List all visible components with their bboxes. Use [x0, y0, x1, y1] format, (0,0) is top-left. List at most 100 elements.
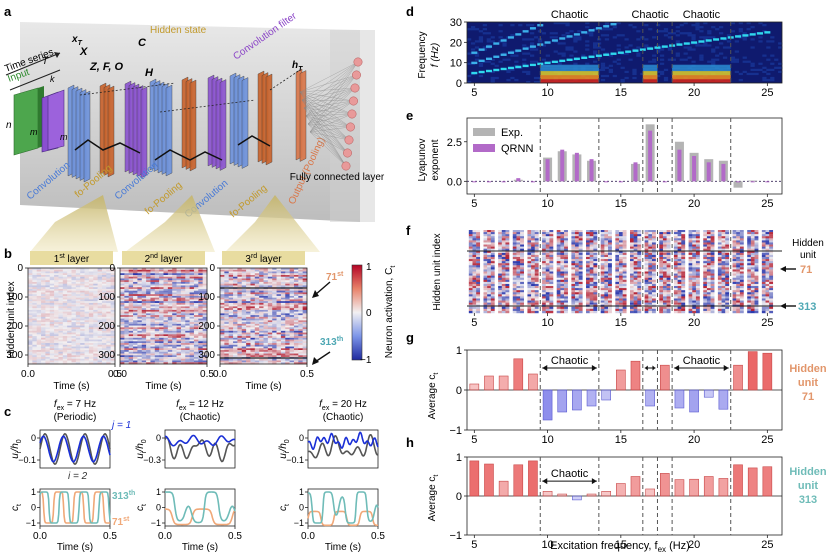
heat-cell [542, 282, 546, 284]
heat-cell [255, 329, 260, 331]
heat-cell [181, 329, 186, 331]
heat-cell [185, 275, 190, 277]
heat-cell [498, 261, 502, 263]
heat-cell [237, 301, 242, 303]
heat-cell [102, 275, 107, 277]
heat-cell [487, 288, 491, 290]
heat-cell [469, 234, 473, 236]
heat-cell [142, 343, 147, 345]
heat-cell [290, 282, 295, 284]
heat-cell [285, 294, 290, 296]
heat-cell [472, 307, 476, 309]
heat-cell [549, 301, 553, 303]
spectrogram-cell [593, 50, 597, 52]
heat-cell [164, 359, 169, 361]
spectrogram-cell [668, 36, 672, 38]
spectrogram-cell [628, 44, 632, 46]
heat-cell [281, 320, 286, 322]
heat-cell [469, 255, 473, 257]
heat-cell [106, 287, 111, 289]
heat-cell [120, 348, 125, 350]
heat-cell [472, 272, 476, 274]
spectrogram-cell [715, 59, 719, 61]
heat-cell [535, 269, 539, 271]
heat-cell [85, 285, 90, 287]
heat-cell [124, 310, 129, 312]
heat-cell [487, 230, 491, 232]
heat-cell [58, 305, 63, 307]
heat-cell [516, 309, 520, 311]
heat-cell [255, 294, 260, 296]
heat-cell [272, 285, 277, 287]
heat-cell [63, 291, 68, 293]
heat-cell [41, 317, 46, 319]
heat-cell [527, 247, 531, 249]
heat-cell [272, 336, 277, 338]
heat-cell [164, 285, 169, 287]
spectrogram-cell [593, 46, 597, 48]
spectrogram-cell [613, 26, 617, 28]
heat-cell [472, 242, 476, 244]
heat-cell [172, 345, 177, 347]
heat-cell [549, 259, 553, 261]
heat-cell [237, 352, 242, 354]
heat-cell [277, 305, 282, 307]
heat-cell [491, 247, 495, 249]
spectrogram-cell [538, 40, 542, 42]
heat-cell [229, 333, 234, 335]
heat-cell [513, 238, 517, 240]
bar-qrnn [677, 150, 681, 182]
spectrogram-cell [770, 40, 774, 42]
heat-cell [491, 286, 495, 288]
heat-cell [259, 298, 264, 300]
heat-cell [281, 333, 286, 335]
unit-71-annotation: 71st [326, 271, 344, 283]
heat-cell [85, 301, 90, 303]
spectrogram-cell [565, 46, 569, 48]
spectrogram-cell [656, 44, 660, 46]
heat-cell [28, 278, 33, 280]
heat-cell [133, 352, 138, 354]
heat-cell [259, 282, 264, 284]
spectrogram-cell [565, 24, 569, 26]
heat-cell [142, 298, 147, 300]
heat-cell [106, 336, 111, 338]
spectrogram-cell [621, 67, 625, 69]
heat-cell [185, 282, 190, 284]
heat-cell [505, 278, 509, 280]
heat-cell [255, 282, 260, 284]
heat-cell [285, 336, 290, 338]
spectrogram-cell [510, 24, 514, 26]
heat-cell [246, 320, 251, 322]
panel-label-d: d [406, 4, 414, 19]
spectrogram-cell [585, 40, 589, 42]
heat-cell [146, 320, 151, 322]
heat-cell [146, 287, 151, 289]
heat-cell [137, 287, 142, 289]
heat-cell [516, 272, 520, 274]
heat-cell [502, 296, 506, 298]
heat-cell [516, 245, 520, 247]
heat-cell [483, 288, 487, 290]
heat-cell [124, 287, 129, 289]
heat-cell [224, 352, 229, 354]
heat-cell [146, 298, 151, 300]
heat-cell [32, 294, 37, 296]
heat-cell [106, 285, 111, 287]
heat-cell [516, 230, 520, 232]
heat-cell [502, 290, 506, 292]
heat-cell [487, 280, 491, 282]
heat-cell [85, 275, 90, 277]
heat-cell [285, 275, 290, 277]
heat-cell [564, 232, 568, 234]
heat-cell [89, 291, 94, 293]
heat-cell [250, 340, 255, 342]
harmonic-mark [574, 58, 580, 60]
spectrogram-cell [569, 55, 573, 57]
heat-cell [498, 263, 502, 265]
heat-cell [168, 326, 173, 328]
heat-cell [483, 253, 487, 255]
heat-cell [502, 265, 506, 267]
heat-cell [181, 278, 186, 280]
spectrogram-cell [719, 42, 723, 44]
